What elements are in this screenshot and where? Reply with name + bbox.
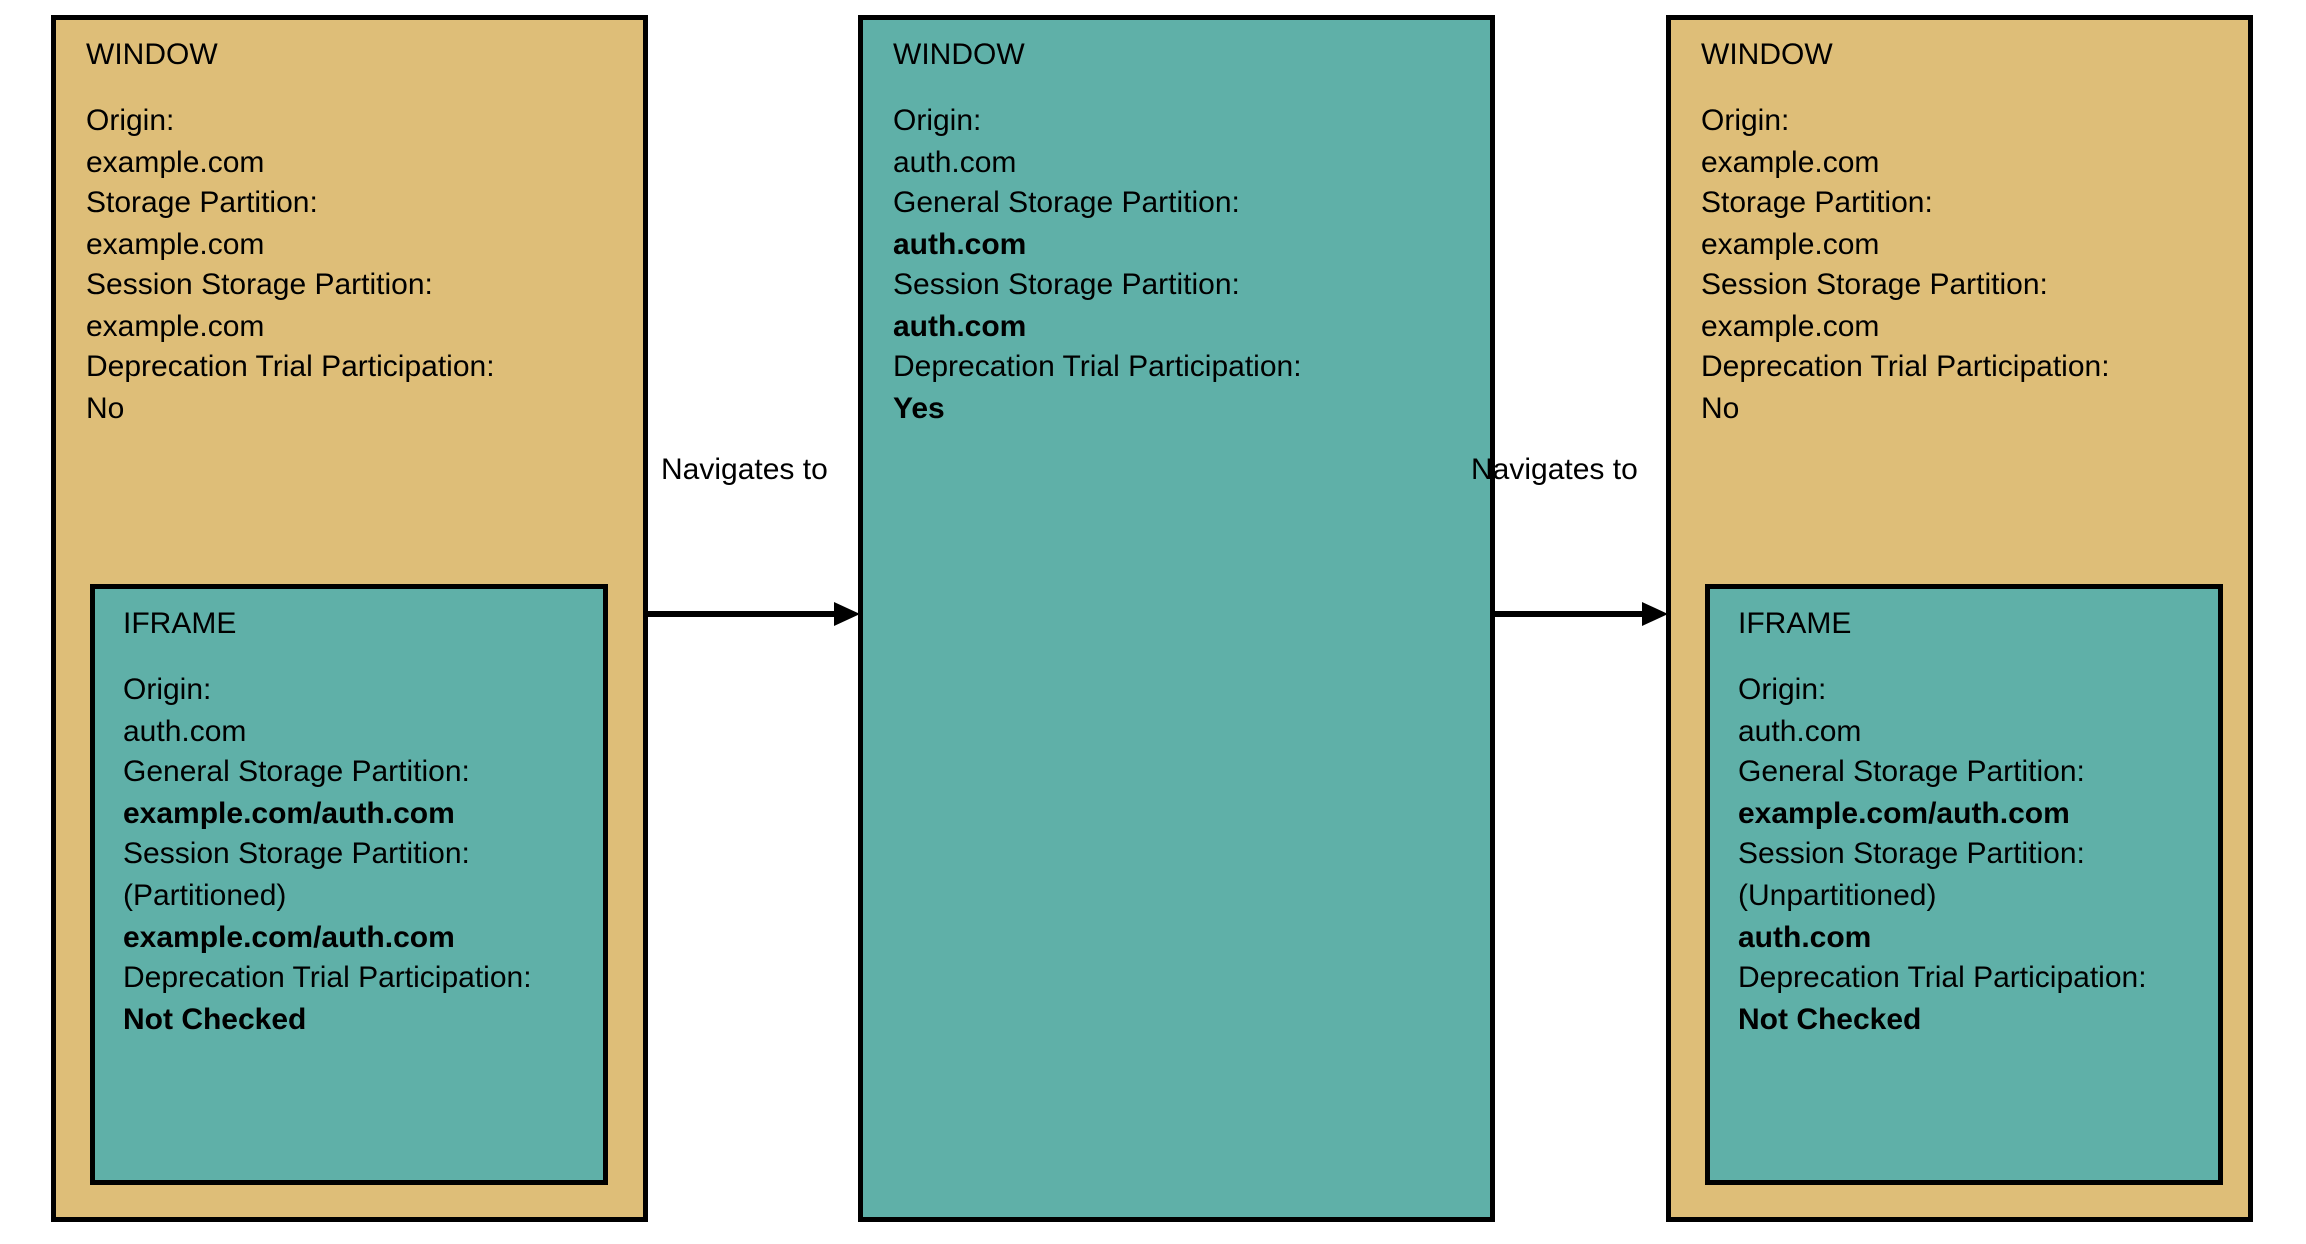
panel-2-deprecation-trial-label: Deprecation Trial Participation:: [893, 350, 1302, 383]
iframe-1-general-storage-row: General Storage Partition: example.com/a…: [123, 751, 470, 835]
window-panel-2: WINDOW Origin: auth.com General Storage …: [858, 15, 1495, 1222]
panel-1-origin-value: example.com: [86, 146, 265, 179]
arrow-2-label: Navigates to: [1471, 453, 1638, 486]
panel-3-origin-value: example.com: [1701, 146, 1880, 179]
iframe-1-origin-label: Origin:: [123, 673, 212, 706]
panel-2-origin-value: auth.com: [893, 146, 1017, 179]
iframe-3-general-storage-label: General Storage Partition:: [1738, 755, 2085, 788]
arrow-panel1-to-panel2: [648, 594, 860, 634]
iframe-1-origin-value: auth.com: [123, 715, 247, 748]
iframe-1-session-storage-value: example.com/auth.com: [123, 921, 455, 954]
panel-3-deprecation-trial-label: Deprecation Trial Participation:: [1701, 350, 2110, 383]
panel-3-origin-label: Origin:: [1701, 104, 1790, 137]
window-panel-3: WINDOW Origin: example.com Storage Parti…: [1666, 15, 2253, 1222]
iframe-3-heading: IFRAME: [1738, 607, 1852, 640]
panel-2-general-storage-row: General Storage Partition: auth.com: [893, 182, 1240, 266]
iframe-1-session-storage-note: (Partitioned): [123, 879, 287, 912]
iframe-3-deprecation-trial-row: Deprecation Trial Participation: Not Che…: [1738, 957, 2147, 1041]
panel-2-origin-row: Origin: auth.com: [893, 100, 1016, 184]
iframe-box-1: IFRAME Origin: auth.com General Storage …: [90, 584, 608, 1185]
panel-3-session-storage-label: Session Storage Partition:: [1701, 268, 2048, 301]
iframe-3-session-storage-value: auth.com: [1738, 921, 1872, 954]
panel-2-session-storage-label: Session Storage Partition:: [893, 268, 1240, 301]
iframe-3-general-storage-value: example.com/auth.com: [1738, 797, 2070, 830]
panel-3-origin-row: Origin: example.com: [1701, 100, 1879, 184]
panel-2-session-storage-value: auth.com: [893, 310, 1027, 343]
panel-2-session-storage-row: Session Storage Partition: auth.com: [893, 264, 1240, 348]
panel-3-storage-partition-value: example.com: [1701, 228, 1880, 261]
panel-1-origin-row: Origin: example.com: [86, 100, 264, 184]
iframe-3-origin-value: auth.com: [1738, 715, 1862, 748]
panel-1-session-storage-value: example.com: [86, 310, 265, 343]
iframe-3-origin-label: Origin:: [1738, 673, 1827, 706]
iframe-1-general-storage-label: General Storage Partition:: [123, 755, 470, 788]
iframe-3-origin-row: Origin: auth.com: [1738, 669, 1861, 753]
panel-1-session-storage-label: Session Storage Partition:: [86, 268, 433, 301]
iframe-1-deprecation-trial-value: Not Checked: [123, 1003, 307, 1036]
iframe-3-session-storage-label: Session Storage Partition:: [1738, 837, 2085, 870]
panel-1-session-storage-row: Session Storage Partition: example.com: [86, 264, 433, 348]
iframe-1-session-storage-row: Session Storage Partition: (Partitioned)…: [123, 833, 470, 959]
panel-3-session-storage-value: example.com: [1701, 310, 1880, 343]
iframe-3-deprecation-trial-label: Deprecation Trial Participation:: [1738, 961, 2147, 994]
iframe-3-session-storage-note: (Unpartitioned): [1738, 879, 1937, 912]
panel-2-origin-label: Origin:: [893, 104, 982, 137]
panel-1-heading: WINDOW: [86, 38, 218, 71]
panel-2-general-storage-label: General Storage Partition:: [893, 186, 1240, 219]
iframe-1-general-storage-value: example.com/auth.com: [123, 797, 455, 830]
panel-1-storage-partition-value: example.com: [86, 228, 265, 261]
panel-3-storage-partition-row: Storage Partition: example.com: [1701, 182, 1933, 266]
arrow-panel2-to-panel3: [1495, 594, 1668, 634]
iframe-1-origin-row: Origin: auth.com: [123, 669, 246, 753]
panel-3-deprecation-trial-value: No: [1701, 392, 1740, 425]
arrow-1-label: Navigates to: [661, 453, 828, 486]
panel-1-deprecation-trial-row: Deprecation Trial Participation: No: [86, 346, 495, 430]
panel-1-deprecation-trial-value: No: [86, 392, 125, 425]
panel-1-deprecation-trial-label: Deprecation Trial Participation:: [86, 350, 495, 383]
panel-2-deprecation-trial-value: Yes: [893, 392, 945, 425]
iframe-1-deprecation-trial-label: Deprecation Trial Participation:: [123, 961, 532, 994]
panel-3-session-storage-row: Session Storage Partition: example.com: [1701, 264, 2048, 348]
panel-2-deprecation-trial-row: Deprecation Trial Participation: Yes: [893, 346, 1302, 430]
iframe-3-general-storage-row: General Storage Partition: example.com/a…: [1738, 751, 2085, 835]
panel-1-storage-partition-row: Storage Partition: example.com: [86, 182, 318, 266]
panel-2-heading: WINDOW: [893, 38, 1025, 71]
window-panel-1: WINDOW Origin: example.com Storage Parti…: [51, 15, 648, 1222]
panel-3-heading: WINDOW: [1701, 38, 1833, 71]
panel-2-general-storage-value: auth.com: [893, 228, 1027, 261]
panel-3-storage-partition-label: Storage Partition:: [1701, 186, 1933, 219]
iframe-3-session-storage-row: Session Storage Partition: (Unpartitione…: [1738, 833, 2085, 959]
iframe-3-deprecation-trial-value: Not Checked: [1738, 1003, 1922, 1036]
panel-1-storage-partition-label: Storage Partition:: [86, 186, 318, 219]
iframe-1-session-storage-label: Session Storage Partition:: [123, 837, 470, 870]
panel-3-deprecation-trial-row: Deprecation Trial Participation: No: [1701, 346, 2110, 430]
iframe-box-3: IFRAME Origin: auth.com General Storage …: [1705, 584, 2223, 1185]
panel-1-origin-label: Origin:: [86, 104, 175, 137]
iframe-1-heading: IFRAME: [123, 607, 237, 640]
iframe-1-deprecation-trial-row: Deprecation Trial Participation: Not Che…: [123, 957, 532, 1041]
